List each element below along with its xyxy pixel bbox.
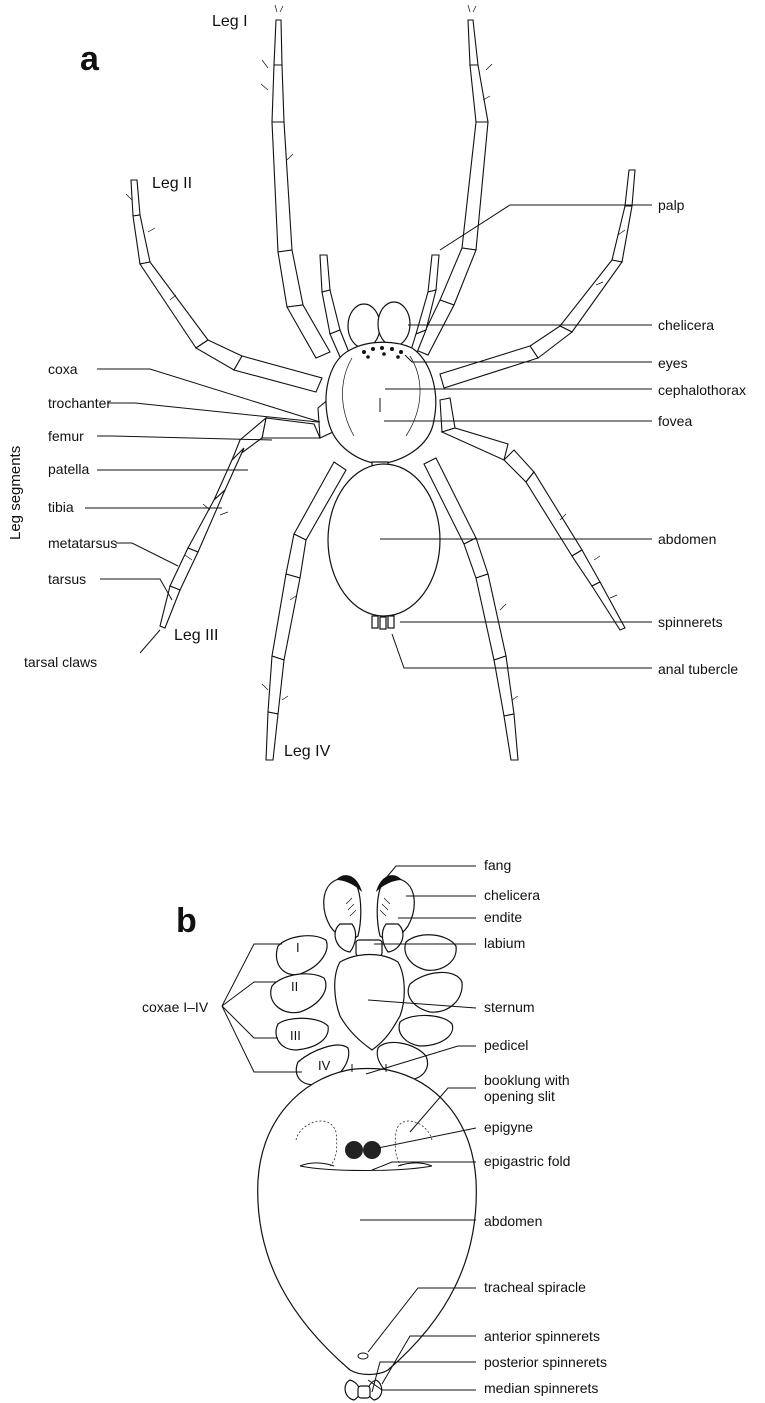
fang-label: fang bbox=[484, 857, 511, 873]
anterior-spinnerets-label: anterior spinnerets bbox=[484, 1328, 600, 1344]
posterior-spinnerets-label: posterior spinnerets bbox=[484, 1354, 607, 1370]
abdomen-b bbox=[258, 1064, 477, 1400]
leg-3-label: Leg III bbox=[174, 627, 218, 644]
coxae-label: coxae I–IV bbox=[142, 999, 209, 1015]
labium-shape bbox=[356, 940, 382, 956]
booklung-label-line1: booklung with bbox=[484, 1072, 570, 1088]
right-leg-3 bbox=[440, 398, 625, 630]
coxa-numeral-2: II bbox=[291, 979, 298, 994]
panel-b-letter: b bbox=[176, 902, 197, 940]
panel-a-dorsal-view: a Leg segments bbox=[7, 5, 746, 760]
coxa-label: coxa bbox=[48, 361, 78, 377]
chelicera-a-label: chelicera bbox=[658, 317, 714, 333]
median-spinnerets-label: median spinnerets bbox=[484, 1380, 598, 1396]
booklung-label-line2: opening slit bbox=[484, 1088, 555, 1104]
coxa-numeral-3: III bbox=[290, 1028, 301, 1043]
fovea-label: fovea bbox=[658, 413, 692, 429]
tarsal-claws-label: tarsal claws bbox=[24, 654, 97, 670]
palp-label: palp bbox=[658, 197, 685, 213]
tracheal-spiracle-label: tracheal spiracle bbox=[484, 1279, 586, 1295]
eyes-label: eyes bbox=[658, 355, 688, 371]
epigastric-fold-label: epigastric fold bbox=[484, 1153, 570, 1169]
leg-4-label: Leg IV bbox=[284, 743, 331, 760]
epigyne-right bbox=[363, 1141, 381, 1159]
epigyne-left bbox=[345, 1141, 363, 1159]
panel-b-ventral-view: b I II III IV bbox=[142, 857, 607, 1400]
epigyne-label: epigyne bbox=[484, 1119, 533, 1135]
pedicel-label: pedicel bbox=[484, 1037, 528, 1053]
leg-2-label: Leg II bbox=[152, 175, 192, 192]
abdomen-a-label: abdomen bbox=[658, 531, 716, 547]
endite-right bbox=[382, 924, 403, 952]
femur-label: femur bbox=[48, 428, 84, 444]
coxa-numeral-1: I bbox=[296, 940, 300, 955]
endite-left bbox=[335, 924, 356, 952]
chelicera-b-label: chelicera bbox=[484, 887, 540, 903]
right-leg-4 bbox=[424, 458, 518, 760]
spinnerets-a bbox=[372, 616, 394, 629]
metatarsus-label: metatarsus bbox=[48, 535, 117, 551]
abdomen-a bbox=[328, 464, 440, 616]
tarsus-label: tarsus bbox=[48, 571, 86, 587]
sternum-label: sternum bbox=[484, 999, 535, 1015]
cephalothorax-label: cephalothorax bbox=[658, 382, 746, 398]
coxae-left bbox=[271, 936, 349, 1085]
leg-1-label: Leg I bbox=[212, 13, 248, 30]
anal-tubercle-label: anal tubercle bbox=[658, 661, 738, 677]
spinnerets-label: spinnerets bbox=[658, 614, 723, 630]
trochanter-label: trochanter bbox=[48, 395, 111, 411]
abdomen-b-label: abdomen bbox=[484, 1213, 542, 1229]
left-leg-1 bbox=[261, 5, 330, 358]
labium-label: labium bbox=[484, 935, 525, 951]
leg-segments-label: Leg segments bbox=[7, 446, 24, 540]
panel-a-letter: a bbox=[80, 40, 100, 78]
coxa-numeral-4: IV bbox=[318, 1058, 331, 1073]
chelicera-left bbox=[348, 304, 380, 348]
cephalothorax bbox=[326, 342, 436, 470]
endite-label: endite bbox=[484, 909, 522, 925]
chelicera-right bbox=[378, 302, 410, 346]
patella-label: patella bbox=[48, 461, 89, 477]
tibia-label: tibia bbox=[48, 499, 74, 515]
